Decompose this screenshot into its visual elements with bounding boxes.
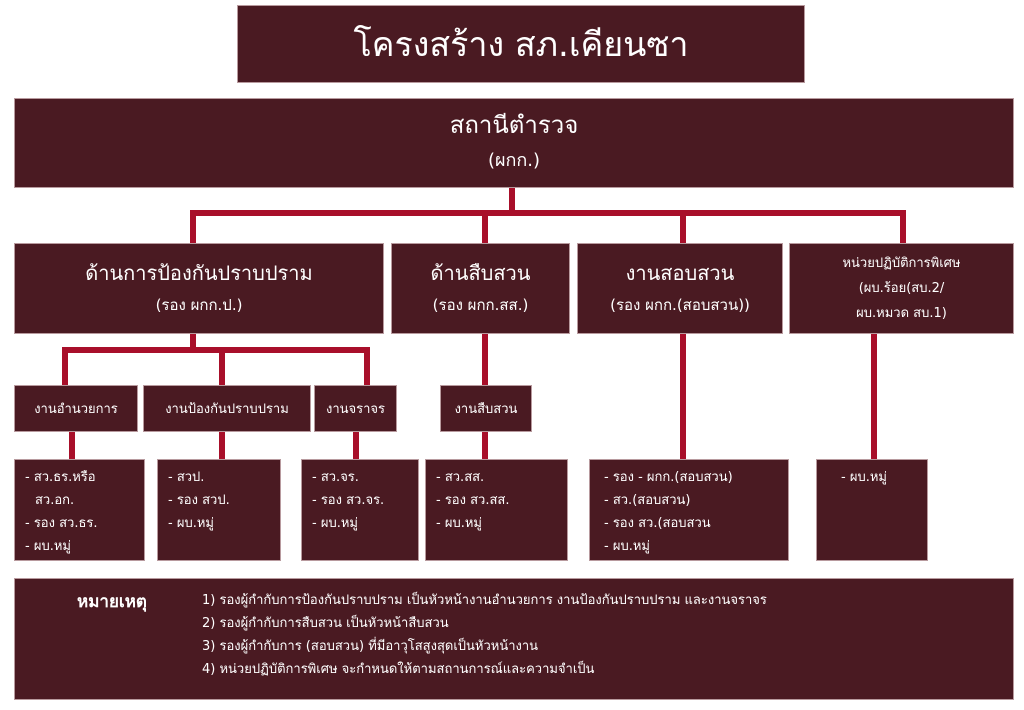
connector [482,334,488,385]
division-inquiry: งานสอบสวน (รอง ผกก.(สอบสวน)) [577,243,783,334]
division-head: (ผบ.ร้อย(สบ.2/ [858,281,945,296]
station-head: (ผกก.) [487,150,541,171]
division-name: หน่วยปฏิบัติการพิเศษ [842,256,961,271]
division-head: (รอง ผกก.ป.) [155,295,243,314]
staff-item: - ผบ.หมู่ [312,516,358,531]
connector [680,334,686,459]
division-name: ด้านสืบสวน [430,260,531,285]
connector [219,432,225,459]
connector [482,432,488,459]
unit-admin: งานอำนวยการ [14,385,138,432]
note-item: 2) รองผู้กำกับการสืบสวน เป็นหัวหน้าสืบสว… [202,616,449,631]
staff-list: - สว.สส. - รอง สว.สส. - ผบ.หมู่ [425,459,568,561]
connector [871,334,877,459]
staff-item: - รอง สวป. [168,493,230,508]
staff-item: - ผบ.หมู่ [436,516,482,531]
division-special-ops: หน่วยปฏิบัติการพิเศษ (ผบ.ร้อย(สบ.2/ ผบ.ห… [789,243,1014,334]
staff-item: - สว.จร. [312,470,359,485]
note-item: 4) หน่วยปฏิบัติการพิเศษ จะกำหนดให้ตามสถา… [202,662,595,677]
division-head: ผบ.หมวด สบ.1) [856,306,947,321]
notes-box: หมายเหตุ 1) รองผู้กำกับการป้องกันปราบปรา… [14,578,1014,700]
staff-list: - สว.ธร.หรือ สว.อก. - รอง สว.ธร. - ผบ.หม… [14,459,145,561]
staff-item: - สว.ธร.หรือ [25,470,96,485]
division-head: (รอง ผกก.(สอบสวน)) [610,295,750,314]
staff-item: สว.อก. [35,493,75,508]
note-item: 3) รองผู้กำกับการ (สอบสวน) ที่มีอาวุโสสู… [202,639,539,654]
staff-item: - ผบ.หมู่ [841,470,887,485]
staff-item: - รอง สว.(สอบสวน [604,516,711,531]
staff-item: - รอง สว.ธร. [25,516,98,531]
connector [353,432,359,459]
staff-item: - สว.สส. [436,470,485,485]
staff-item: - สวป. [168,470,205,485]
connector [509,188,515,216]
station-box: สถานีตำรวจ (ผกก.) [14,98,1014,188]
staff-item: - รอง สว.จร. [312,493,385,508]
unit-investigation: งานสืบสวน [440,385,532,432]
unit-traffic: งานจราจร [314,385,397,432]
station-name: สถานีตำรวจ [449,111,579,139]
staff-item: - ผบ.หมู่ [25,539,71,554]
notes-label: หมายเหตุ [77,592,147,612]
division-prevention: ด้านการป้องกันปราบปราม (รอง ผกก.ป.) [14,243,384,334]
staff-item: - ผบ.หมู่ [168,516,214,531]
connector [190,334,196,352]
division-investigation: ด้านสืบสวน (รอง ผกก.สส.) [391,243,570,334]
staff-item: - ผบ.หมู่ [604,539,650,554]
staff-item: - รอง สว.สส. [436,493,510,508]
staff-list: - สวป. - รอง สวป. - ผบ.หมู่ [157,459,281,561]
connector [190,210,906,216]
connector [190,210,196,243]
connector [62,347,370,353]
connector [900,210,906,243]
staff-item: - รอง - ผกก.(สอบสวน) [604,470,733,485]
staff-list: - สว.จร. - รอง สว.จร. - ผบ.หมู่ [301,459,419,561]
note-item: 1) รองผู้กำกับการป้องกันปราบปราม เป็นหัว… [202,593,767,608]
connector [62,347,68,385]
connector [219,347,225,385]
staff-list: - ผบ.หมู่ [816,459,928,561]
connector [680,210,686,243]
connector [364,347,370,385]
connector [482,210,488,243]
division-name: งานสอบสวน [625,260,735,285]
division-head: (รอง ผกก.สส.) [432,295,529,314]
connector [69,432,75,459]
unit-prevention: งานป้องกันปราบปราม [143,385,311,432]
staff-list: - รอง - ผกก.(สอบสวน) - สว.(สอบสวน) - รอง… [589,459,789,561]
chart-title: โครงสร้าง สภ.เคียนซา [237,5,805,83]
division-name: ด้านการป้องกันปราบปราม [85,260,313,285]
staff-item: - สว.(สอบสวน) [604,493,691,508]
